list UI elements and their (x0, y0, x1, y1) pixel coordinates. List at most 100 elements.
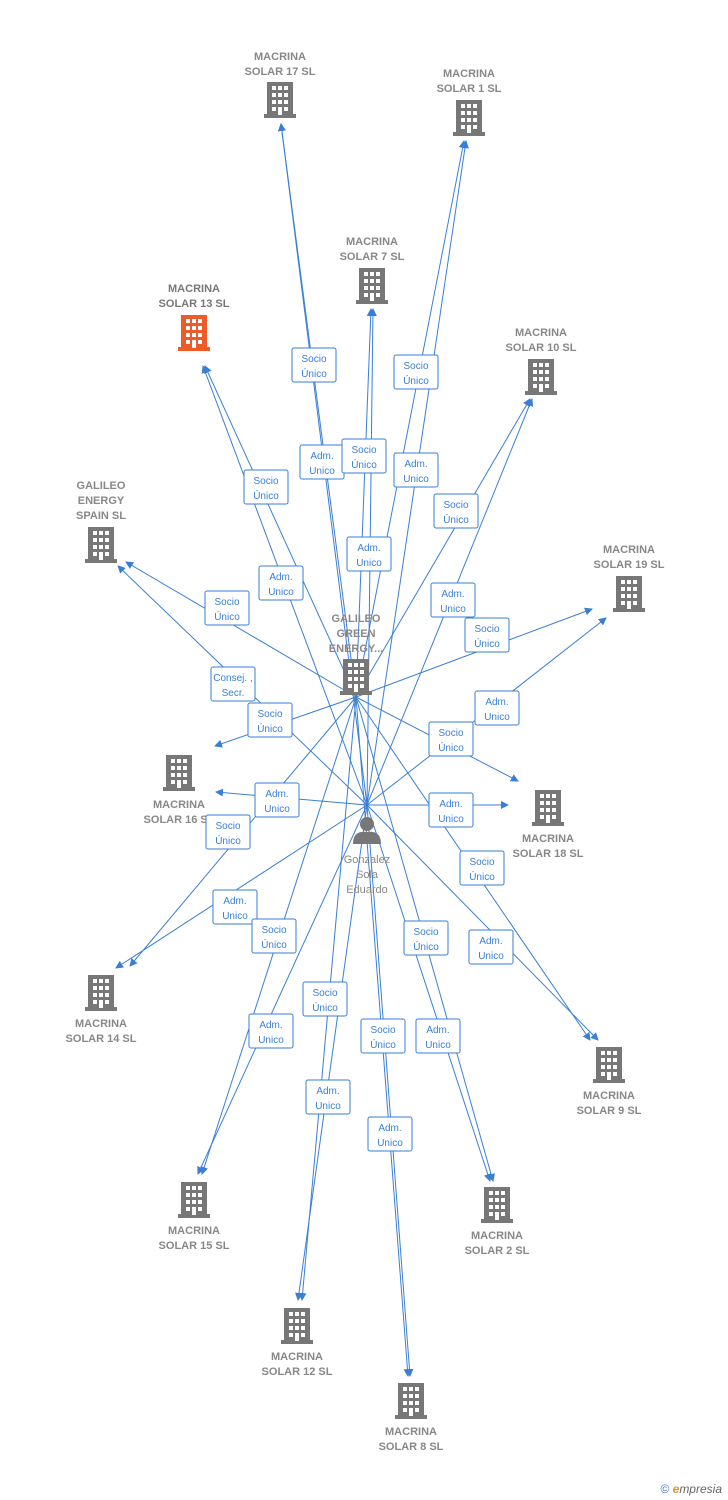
relation-badge-line: Unico (309, 466, 335, 477)
relation-badge-line: Adm. (378, 1123, 401, 1134)
edge-p-m2 (366, 804, 492, 1182)
relation-badge-p-m9[interactable]: Adm.Unico (468, 929, 514, 965)
node-label-line: ENERGY (78, 495, 125, 507)
brand-logo[interactable]: empresia (673, 1482, 722, 1496)
relation-badge-line: Único (253, 489, 279, 502)
edge-p-m8 (366, 804, 414, 1377)
relation-badge-p-m1[interactable]: Adm.Unico (393, 452, 439, 488)
relation-badge-line: Único (443, 513, 469, 526)
node-gg[interactable]: GALILEOGREENENERGY... (329, 613, 383, 695)
node-label-line: Gonzalez (344, 854, 390, 866)
relation-badge-p-m14[interactable]: Adm.Unico (212, 889, 258, 925)
node-label-line: SPAIN SL (76, 510, 126, 522)
relation-badge-line: Socio (403, 361, 428, 372)
relation-badge-line: Unico (377, 1138, 403, 1149)
relation-badge-p-m12[interactable]: Adm.Unico (305, 1079, 351, 1115)
relation-badge-p-m2[interactable]: Adm. Unico (415, 1018, 461, 1054)
node-label-line: Sola (356, 869, 379, 881)
edge-gg-m1 (355, 140, 467, 698)
relation-badge-line: Único (257, 722, 283, 735)
node-label-line: MACRINA (522, 833, 574, 845)
relation-badge-line: Único (474, 637, 500, 650)
relation-badge-line: Socio (443, 500, 468, 511)
relation-badge-line: Unico (425, 1040, 451, 1051)
relation-badge-line: Unico (484, 712, 510, 723)
footer-brand: © empresia (660, 1482, 722, 1496)
node-label-line: SOLAR 16 SL (144, 814, 215, 826)
relation-badge-line: Socio (261, 925, 286, 936)
node-label-line: GALILEO (332, 613, 381, 625)
node-label-line: MACRINA (385, 1426, 437, 1438)
building-icon (532, 790, 564, 826)
relation-badge-line: Socio (469, 857, 494, 868)
relation-badge-p-gs[interactable]: Consej. ,Secr. (210, 666, 256, 702)
node-label-line: MACRINA (271, 1351, 323, 1363)
building-icon (395, 1383, 427, 1419)
node-label-line: Eduardo (346, 884, 388, 896)
relation-badge-line: Socio (370, 1025, 395, 1036)
relation-badge-line: Socio (257, 709, 282, 720)
relation-badge-line: Unico (440, 604, 466, 615)
relation-badge-p-m7[interactable]: Adm.Unico (346, 536, 392, 572)
relation-badge-line: Socio (351, 445, 376, 456)
relation-badge-line: Adm. (265, 789, 288, 800)
edge-p-m14 (115, 804, 368, 969)
relation-badge-line: Único (301, 367, 327, 380)
node-label-line: ENERGY... (329, 643, 383, 655)
relation-badge-p-m13[interactable]: Adm.Unico (258, 565, 304, 601)
relation-badge-line: Adm. (426, 1025, 449, 1036)
relation-badge-p-m8[interactable]: Adm. Unico (367, 1116, 413, 1152)
brand-initial: e (672, 1482, 680, 1496)
relation-badge-line: Único (469, 870, 495, 883)
relation-badge-line: Único (438, 741, 464, 754)
relation-badge-line: Unico (356, 558, 382, 569)
relation-badge-line: Adm. (441, 589, 464, 600)
node-label-line: GALILEO (77, 480, 126, 492)
node-label-line: SOLAR 15 SL (159, 1240, 230, 1252)
building-icon (178, 1182, 210, 1218)
relation-badge-line: Secr. (222, 688, 245, 699)
badges-layer: SocioÚnicoAdm.UnicoSocioÚnicoAdm.UnicoSo… (204, 347, 520, 1152)
relation-badge-p-m19[interactable]: Adm.Unico (474, 690, 520, 726)
relation-badge-line: Socio (413, 927, 438, 938)
relation-badge-p-m18[interactable]: Adm.Unico (428, 792, 474, 828)
relation-badge-p-m17[interactable]: Adm.Unico (299, 444, 345, 480)
person-icon (353, 817, 381, 844)
relation-badge-p-m16[interactable]: Adm.Unico (254, 782, 300, 818)
relation-badge-p-m15[interactable]: Adm.Unico (248, 1013, 294, 1049)
relation-badge-p-m10[interactable]: Adm. Unico (430, 582, 476, 618)
relation-badge-line: Único (351, 458, 377, 471)
node-gs[interactable]: GALILEO ENERGY SPAIN SL (76, 480, 126, 563)
node-label-line: SOLAR 17 SL (245, 66, 316, 78)
